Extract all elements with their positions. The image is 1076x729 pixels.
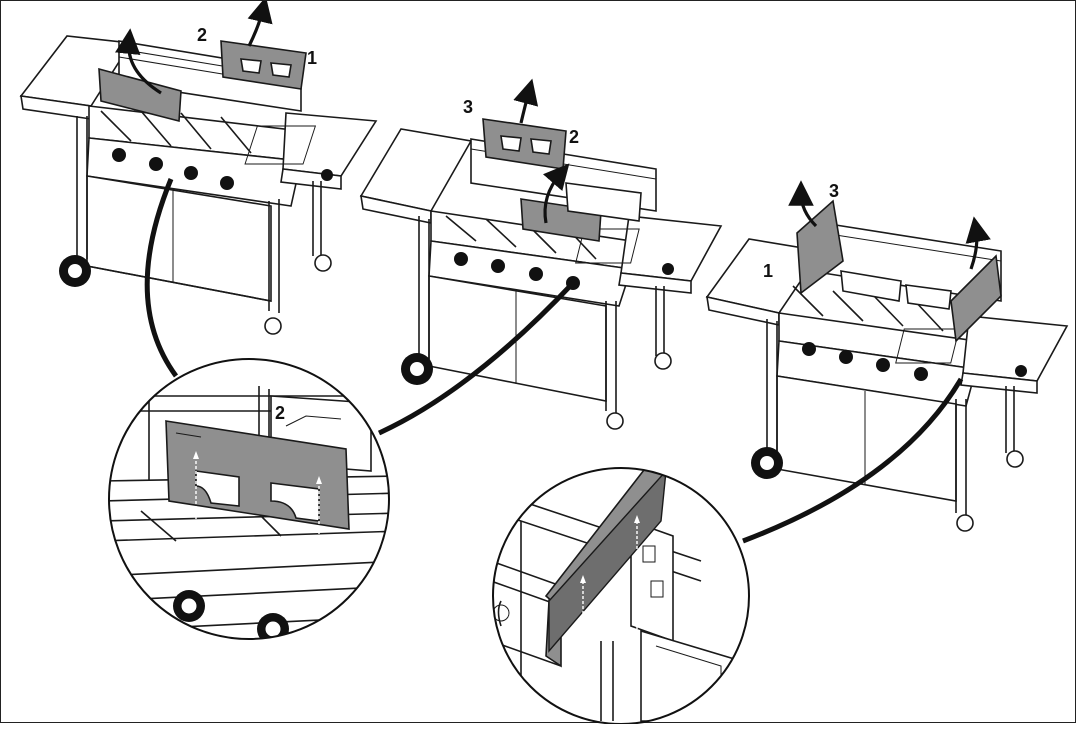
connector-curve-3 [742, 377, 964, 544]
connector-curve-2 [377, 281, 575, 436]
detail-1-plate-mark: 2 [275, 403, 285, 423]
grill-3-step-label-a: 1 [763, 261, 773, 281]
detail-circle-1: 2 [108, 358, 390, 640]
detail-circle-2 [492, 467, 750, 725]
grill-1-step-label-a: 2 [197, 25, 207, 45]
grill-1-step-label-b: 1 [307, 48, 317, 68]
grill-2-step-label-a: 3 [463, 97, 473, 117]
grill-3: 1 3 [705, 180, 1069, 532]
grill-3-step-label-b: 3 [829, 181, 839, 201]
connector-curve-1 [144, 178, 179, 378]
grill-1: 2 1 [19, 0, 378, 335]
grill-2: 3 2 [359, 78, 723, 430]
grill-2-step-label-b: 2 [569, 127, 579, 147]
